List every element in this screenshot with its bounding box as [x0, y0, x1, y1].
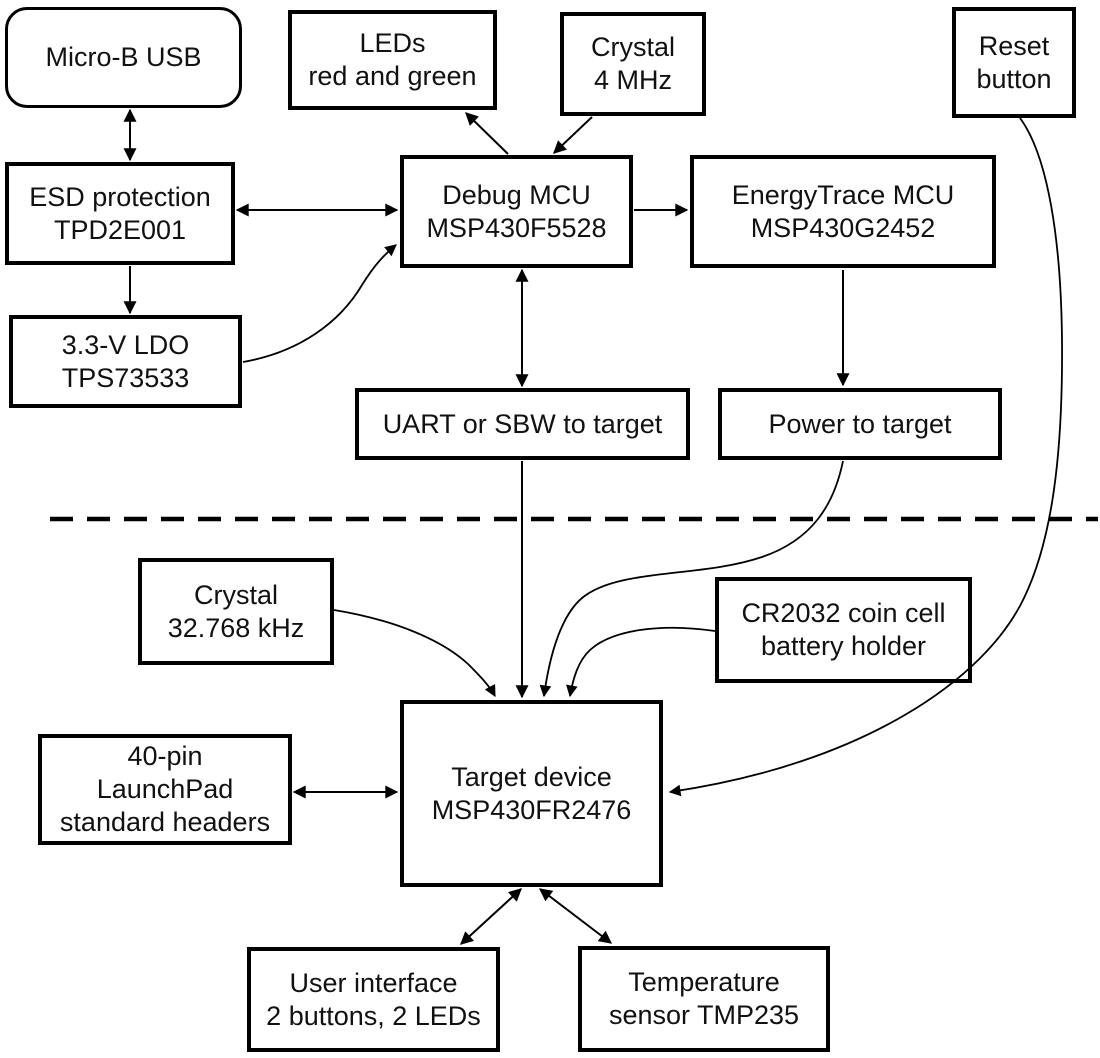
- node-power-to-target-label: Power to target: [768, 408, 952, 439]
- arrow-ldo-debug-curve: [242, 244, 397, 363]
- node-coin-cell: CR2032 coin cell battery holder: [715, 577, 972, 683]
- node-reset-button-label: Reset button: [976, 30, 1052, 94]
- arrow-target-user-interface: [460, 888, 522, 945]
- node-crystal-4mhz-label: Crystal 4 MHz: [590, 32, 675, 95]
- node-ldo-label: 3.3-V LDO TPS73533: [61, 329, 190, 393]
- node-target-device-label: Target device MSP430FR2476: [431, 761, 632, 825]
- arrow-coin-cell-target-curve: [566, 626, 716, 698]
- node-ldo: 3.3-V LDO TPS73533: [9, 315, 242, 408]
- node-leds: LEDs red and green: [288, 10, 497, 110]
- node-user-interface: User interface 2 buttons, 2 LEDs: [247, 947, 500, 1052]
- node-launchpad-headers-label: 40-pin LaunchPad standard headers: [59, 741, 271, 837]
- node-crystal-32khz: Crystal 32.768 kHz: [138, 558, 334, 665]
- node-energytrace-mcu: EnergyTrace MCU MSP430G2452: [690, 155, 996, 268]
- node-user-interface-label: User interface 2 buttons, 2 LEDs: [266, 967, 481, 1031]
- node-temperature-sensor: Temperature sensor TMP235: [578, 946, 830, 1052]
- node-crystal-4mhz: Crystal 4 MHz: [560, 12, 706, 116]
- node-launchpad-headers: 40-pin LaunchPad standard headers: [38, 734, 292, 845]
- node-reset-button: Reset button: [952, 7, 1076, 118]
- node-target-device: Target device MSP430FR2476: [400, 700, 663, 887]
- node-esd-protection: ESD protection TPD2E001: [5, 162, 235, 265]
- node-micro-b-usb-label: Micro-B USB: [45, 42, 202, 73]
- node-micro-b-usb: Micro-B USB: [5, 7, 242, 108]
- node-temperature-sensor-label: Temperature sensor TMP235: [608, 967, 800, 1030]
- node-debug-mcu: Debug MCU MSP430F5528: [400, 155, 633, 268]
- node-uart-sbw: UART or SBW to target: [355, 388, 690, 460]
- arrow-debug-leds: [465, 112, 509, 155]
- node-leds-label: LEDs red and green: [308, 28, 477, 91]
- node-power-to-target: Power to target: [718, 388, 1002, 460]
- arrow-target-temperature-sensor: [538, 888, 613, 944]
- arrow-crystal4-debug: [553, 116, 593, 154]
- node-debug-mcu-label: Debug MCU MSP430F5528: [426, 179, 607, 243]
- node-energytrace-mcu-label: EnergyTrace MCU MSP430G2452: [731, 179, 955, 243]
- arrow-crystal32-target-curve: [333, 609, 496, 698]
- node-uart-sbw-label: UART or SBW to target: [382, 408, 663, 439]
- node-coin-cell-label: CR2032 coin cell battery holder: [741, 598, 946, 661]
- node-crystal-32khz-label: Crystal 32.768 kHz: [167, 579, 305, 643]
- node-esd-protection-label: ESD protection TPD2E001: [29, 181, 211, 245]
